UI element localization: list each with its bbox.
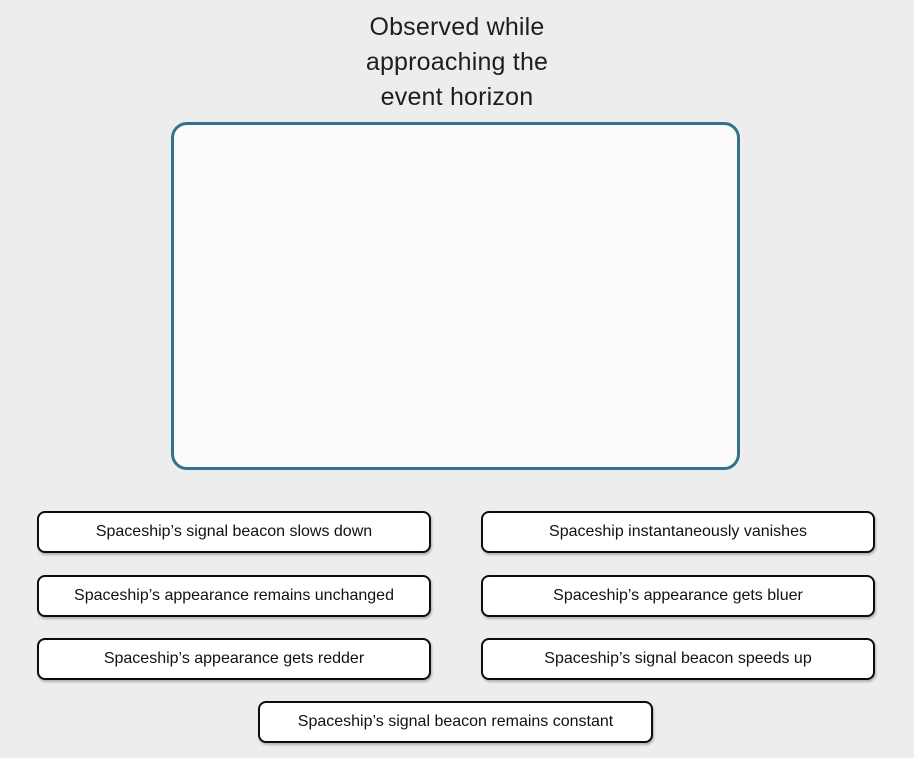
option-appearance-gets-redder[interactable]: Spaceship’s appearance gets redder — [37, 638, 431, 680]
answer-drop-zone[interactable] — [171, 122, 740, 470]
question-title: Observed while approaching the event hor… — [365, 13, 549, 111]
option-appearance-remains-unchanged[interactable]: Spaceship’s appearance remains unchanged — [37, 575, 431, 617]
option-signal-beacon-speeds-up[interactable]: Spaceship’s signal beacon speeds up — [481, 638, 875, 680]
option-instantaneously-vanishes[interactable]: Spaceship instantaneously vanishes — [481, 511, 875, 553]
option-signal-beacon-remains-constant[interactable]: Spaceship’s signal beacon remains consta… — [258, 701, 653, 743]
option-signal-beacon-slows-down[interactable]: Spaceship’s signal beacon slows down — [37, 511, 431, 553]
option-appearance-gets-bluer[interactable]: Spaceship’s appearance gets bluer — [481, 575, 875, 617]
